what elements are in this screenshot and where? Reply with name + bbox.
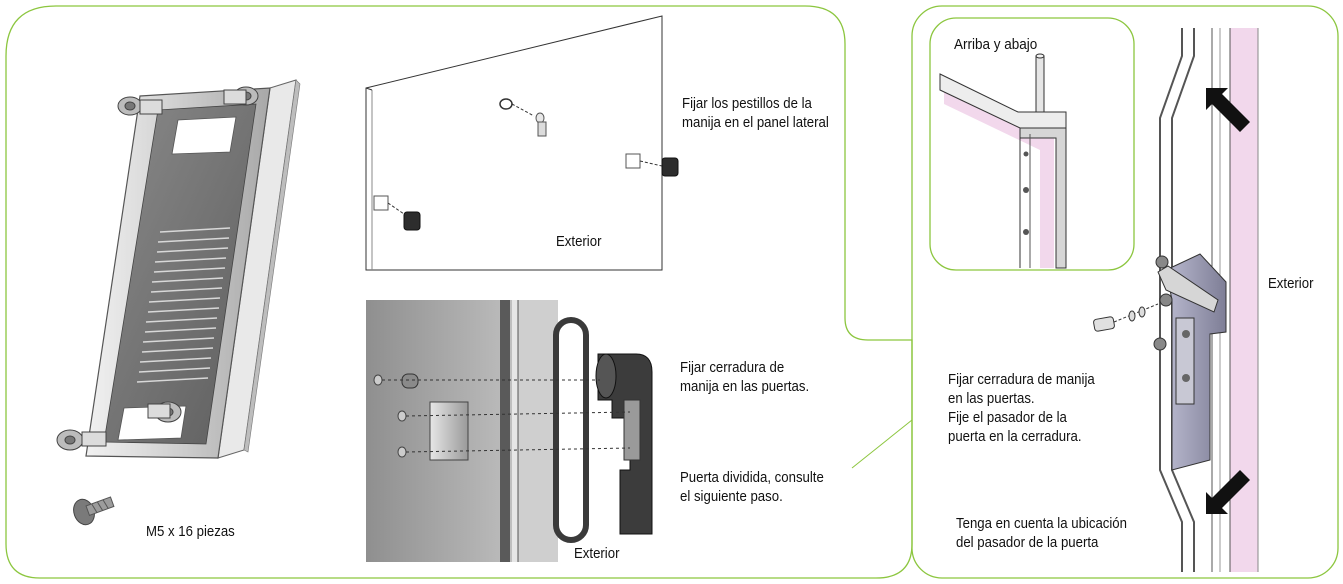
right-pin-line1: Fije el pasador de la [948, 409, 1067, 426]
screw-spec-label: M5 x 16 piezas [146, 523, 235, 540]
left-frame [5, 5, 913, 579]
right-exterior-label: Exterior [1268, 275, 1314, 292]
door-lock-step-text: Fijar cerradura de manija en las puertas… [680, 358, 809, 396]
right-lock-step-text: Fijar cerradura de manija en las puertas… [948, 370, 1095, 446]
right-frame [911, 5, 1339, 579]
right-lock-line1: Fijar cerradura de manija [948, 371, 1095, 388]
rack-door-illustration [56, 79, 301, 459]
arrow-icon [1206, 88, 1250, 132]
side-panel-illustration [365, 15, 679, 271]
side-panel-step-line1: Fijar los pestillos de la [682, 95, 812, 112]
side-panel-exterior-label: Exterior [556, 233, 602, 250]
pin-note-line2: del pasador de la puerta [956, 534, 1099, 551]
door-lock-illustration [366, 300, 653, 562]
right-lock-line2: en las puertas. [948, 390, 1035, 407]
screw-icon [73, 496, 115, 526]
split-door-note: Puerta dividida, consulte el siguiente p… [680, 468, 824, 506]
inset-pin-illustration [939, 53, 1067, 269]
pin-note-line1: Tenga en cuenta la ubicación [956, 515, 1127, 532]
side-panel-step-text: Fijar los pestillos de la manija en el p… [682, 94, 829, 132]
arrow-icon [1206, 470, 1250, 514]
leader-line [851, 419, 913, 469]
split-door-note-line1: Puerta dividida, consulte [680, 469, 824, 486]
door-lock-step-line2: manija en las puertas. [680, 378, 810, 395]
split-door-note-line2: el siguiente paso. [680, 488, 783, 505]
side-panel-step-line2: manija en el panel lateral [682, 114, 829, 131]
right-pin-line2: puerta en la cerradura. [948, 428, 1082, 445]
door-lock-exterior-label: Exterior [574, 545, 620, 562]
door-lock-step-line1: Fijar cerradura de [680, 359, 785, 376]
pin-location-note: Tenga en cuenta la ubicación del pasador… [956, 514, 1127, 552]
inset-title: Arriba y abajo [954, 36, 1038, 53]
